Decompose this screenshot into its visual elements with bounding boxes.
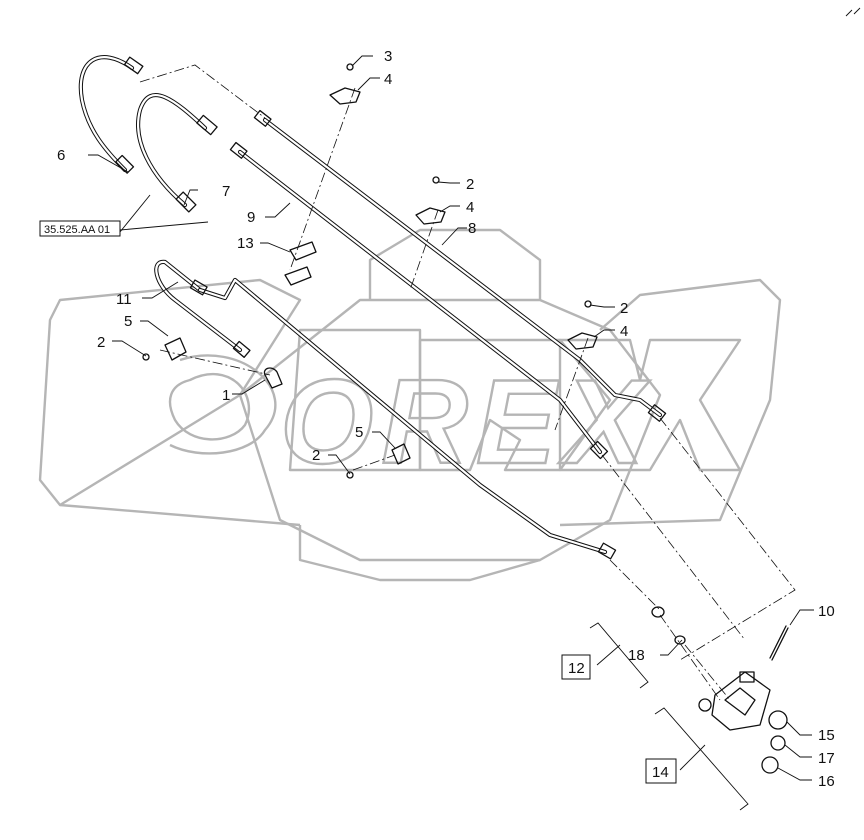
hose-6 — [78, 55, 144, 174]
callout-15: 15 — [818, 727, 835, 744]
callout-10: 10 — [818, 603, 835, 620]
callout-2-c: 2 — [466, 176, 474, 193]
callout-13: 13 — [237, 235, 254, 252]
callout-6: 6 — [57, 147, 65, 164]
reference-label: 35.525.AA 01 — [44, 224, 110, 236]
callout-16: 16 — [818, 773, 835, 790]
callout-17: 17 — [818, 750, 835, 767]
callout-18: 18 — [628, 647, 645, 664]
callout-8: 8 — [468, 220, 476, 237]
callout-3: 3 — [384, 48, 392, 65]
callout-2-b: 2 — [312, 447, 320, 464]
reference-callout[interactable]: 35.525.AA 01 — [39, 220, 121, 237]
tube-8 — [253, 109, 667, 422]
tube-9 — [229, 141, 609, 460]
callout-5-a: 5 — [124, 313, 132, 330]
callouts: 1 2 2 2 2 3 4 4 4 5 5 6 7 8 9 10 11 13 1… — [57, 48, 835, 790]
valve-assembly — [651, 606, 789, 774]
boxed-callout-14[interactable]: 14 — [645, 758, 677, 784]
callout-2-a: 2 — [97, 334, 105, 351]
callout-4-b: 4 — [466, 199, 474, 216]
leader-lines — [88, 55, 814, 811]
boxed-callout-12[interactable]: 12 — [561, 654, 591, 680]
centerlines — [139, 64, 796, 701]
tube-11 — [154, 259, 617, 560]
callout-4-a: 4 — [384, 71, 392, 88]
callout-11: 11 — [116, 291, 132, 308]
corner-mark — [845, 7, 861, 17]
clamps-and-bolts — [142, 63, 598, 479]
callout-2-d: 2 — [620, 300, 628, 317]
reference-box[interactable] — [39, 220, 121, 237]
boxed-label-12: 12 — [568, 660, 585, 677]
callout-9: 9 — [247, 209, 255, 226]
boxed-label-14: 14 — [652, 764, 669, 781]
callout-4-c: 4 — [620, 323, 628, 340]
callout-5-b: 5 — [355, 424, 363, 441]
callout-1: 1 — [222, 387, 230, 404]
callout-7: 7 — [222, 183, 230, 200]
hose-7 — [136, 93, 218, 213]
